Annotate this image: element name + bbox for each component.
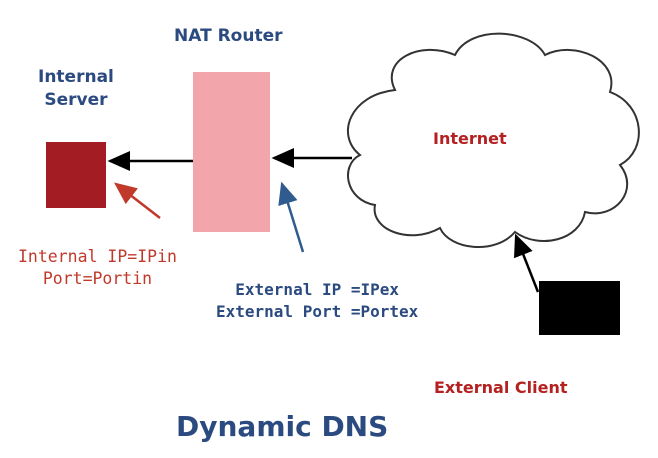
internal-server-label-line1: Internal [38,67,114,87]
internal-server-label: Internal Server [38,66,114,112]
arrow-internal-info [114,182,161,219]
external-address-info: External IP =IPex External Port =Portex [216,279,418,323]
internet-cloud-shape [347,32,640,248]
internal-server-box [46,142,106,208]
external-ip-text: External IP =IPex [235,280,400,299]
diagram-caption: Dynamic DNS [176,410,389,443]
internal-address-info: Internal IP=IPin Port=Portin [18,246,177,290]
external-client-label: External Client [434,378,568,397]
nat-router-box [193,72,270,232]
arrow-external-info [278,181,305,253]
internet-label: Internet [433,129,507,148]
external-client-box [539,281,620,335]
nat-router-label: NAT Router [174,26,283,46]
arrow-client-to-internet [514,233,540,293]
internal-ip-text: Internal IP=IPin [18,247,177,266]
external-port-text: External Port =Portex [216,302,419,321]
internal-port-text: Port=Portin [42,269,153,288]
internal-server-label-line2: Server [44,90,108,110]
